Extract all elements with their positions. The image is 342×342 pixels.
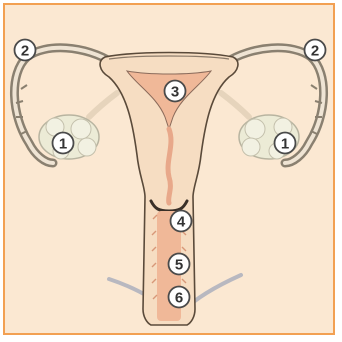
marker-label: 2 — [21, 43, 29, 60]
marker-cervix: 4 — [171, 211, 192, 232]
marker-label: 1 — [281, 136, 289, 153]
marker-uterus: 3 — [165, 81, 186, 102]
marker-label: 4 — [177, 214, 186, 231]
marker-label: 1 — [59, 136, 67, 153]
diagram-frame: 2 2 3 1 1 4 5 6 — [3, 3, 335, 335]
marker-left-fallopian-tube: 2 — [15, 40, 36, 61]
marker-label: 6 — [175, 290, 183, 307]
left-ovarian-ligament — [89, 93, 117, 117]
cervical-canal-shape — [168, 129, 171, 203]
marker-right-ovary: 1 — [275, 133, 296, 154]
marker-label: 5 — [175, 257, 183, 274]
marker-label: 3 — [171, 84, 179, 101]
right-ovarian-ligament — [221, 93, 249, 117]
marker-label: 2 — [311, 43, 319, 60]
marker-vagina: 5 — [169, 254, 190, 275]
marker-vaginal-opening: 6 — [169, 287, 190, 308]
marker-right-fallopian-tube: 2 — [305, 40, 326, 61]
reproductive-system-diagram: 2 2 3 1 1 4 5 6 — [5, 5, 333, 333]
marker-left-ovary: 1 — [53, 133, 74, 154]
